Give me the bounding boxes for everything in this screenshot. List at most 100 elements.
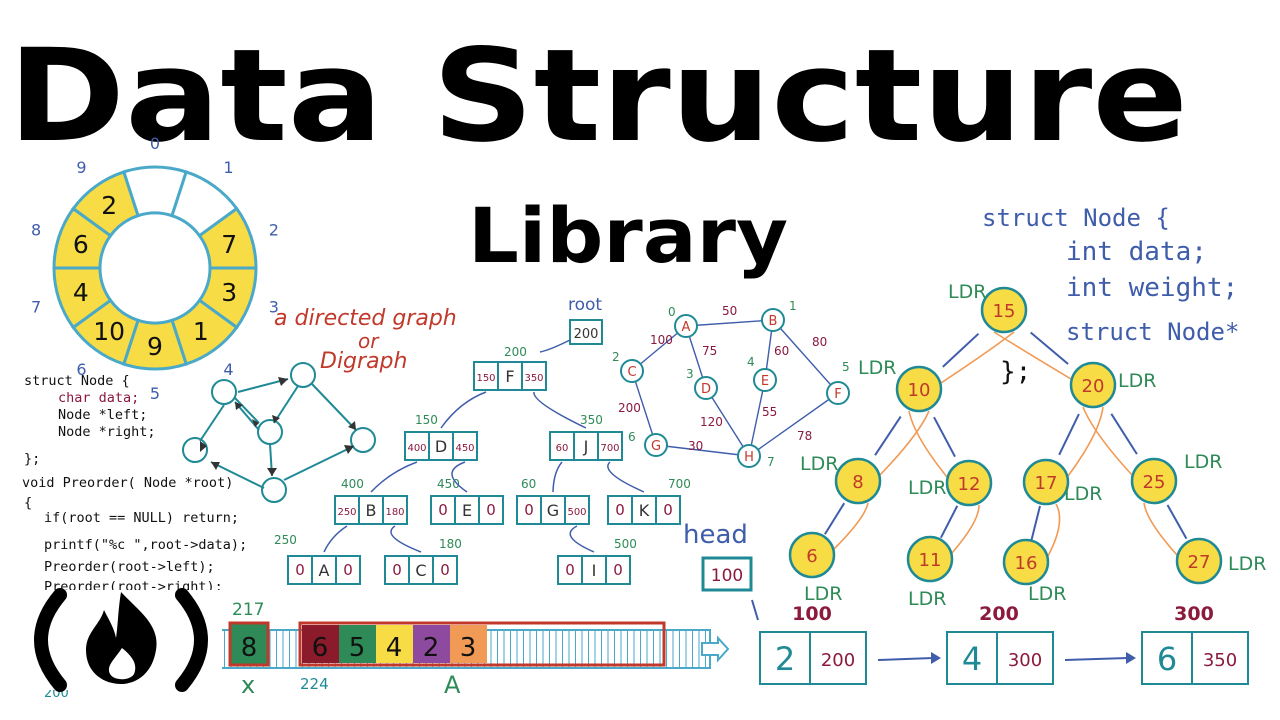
traversal-arrow: [951, 504, 980, 554]
graph-edge: [685, 319, 774, 327]
tree-node-data: J: [583, 437, 589, 456]
queue-index: 2: [269, 220, 279, 239]
bst-node: [1130, 457, 1178, 505]
list-next-arrow: [1064, 657, 1129, 661]
tree-node-right: 500: [567, 507, 586, 518]
digraph-node: [211, 379, 237, 405]
list-node-data: 6: [1157, 640, 1177, 678]
bst-edge: [1110, 413, 1138, 455]
digraph-caption-line3: Digraph: [320, 349, 407, 374]
code-line: Preorder(root->left);: [44, 559, 215, 575]
edge-weight: 120: [700, 415, 723, 429]
array-a-cell: [413, 625, 450, 663]
array-a-cell: [302, 625, 339, 663]
bst-node-value: 25: [1143, 472, 1166, 493]
bst-edge: [933, 416, 956, 458]
digraph-node: [350, 427, 376, 453]
tree-node-address: 180: [439, 537, 462, 551]
graph-node: [753, 368, 777, 392]
graph-edge: [655, 444, 750, 457]
ldr-label: LDR: [1118, 370, 1156, 392]
list-node-data: 2: [775, 640, 795, 678]
tree-node-right: 180: [385, 507, 404, 518]
queue-cell-value: 4: [73, 278, 89, 307]
address-x: 217: [232, 600, 264, 620]
tree-node-address: 60: [521, 477, 536, 491]
tree-node-left: 0: [392, 561, 402, 579]
edge-weight: 80: [812, 335, 827, 349]
struct-code: struct Node { int data; int weight; stru…: [982, 204, 1239, 387]
code-line: printf("%c ",root->data);: [44, 537, 247, 553]
tree-node-right: 0: [343, 561, 353, 579]
bst-edge: [942, 332, 980, 368]
list-next-arrow: [877, 657, 934, 661]
tree-edge: [370, 461, 418, 493]
tree-node-data: I: [592, 561, 597, 580]
tree-node-right: 0: [613, 561, 623, 579]
tree-node-box: [287, 555, 361, 585]
bst-node-value: 27: [1188, 552, 1211, 573]
traversal-arrow: [1047, 503, 1061, 557]
queue-cell-value: 2: [101, 191, 117, 220]
array-a-value: 4: [386, 633, 403, 663]
bst-node: [834, 457, 882, 505]
list-node-address: 100: [792, 603, 832, 625]
bst-edge: [940, 505, 959, 539]
list-node-address: 200: [979, 603, 1019, 625]
digraph-edge: [233, 396, 260, 424]
digraph-edge: [273, 385, 299, 424]
ldr-label: LDR: [1028, 583, 1066, 605]
edge-weight: 55: [762, 405, 777, 419]
graph-node: [737, 444, 761, 468]
tree-node-right: 450: [455, 443, 474, 454]
tree-node-right: 700: [600, 443, 619, 454]
tree-node-address: 350: [580, 413, 603, 427]
digraph-node: [257, 419, 283, 445]
bst-node: [945, 459, 993, 507]
edge-weight: 75: [702, 344, 717, 358]
logo-flame-icon: [86, 592, 157, 684]
tree-node-left: 250: [337, 507, 356, 518]
graph-node-index: 1: [789, 299, 797, 313]
tree-node-address: 700: [668, 477, 691, 491]
tree-node-data: K: [639, 501, 650, 520]
digraph-node: [182, 437, 208, 463]
traversal-arrow: [1143, 502, 1178, 556]
list-node-address: 300: [1174, 603, 1214, 625]
bst-node-value: 15: [993, 301, 1016, 322]
list-node-box: [1141, 631, 1249, 685]
tree-node-left: 400: [407, 443, 426, 454]
bst-node-value: 12: [958, 474, 981, 495]
code-line: Node *right;: [58, 424, 156, 440]
bst-edge: [1030, 505, 1041, 540]
digraph-edge: [283, 445, 355, 481]
arrow-head-icon: [200, 441, 207, 452]
tree-node-address: 150: [415, 413, 438, 427]
array-a-cell: [450, 625, 487, 663]
bst-node-value: 20: [1082, 376, 1105, 397]
graph-edge: [748, 392, 839, 457]
tree-node-right: 0: [440, 561, 450, 579]
tree-node-box: [334, 495, 408, 525]
arrow-head-icon: [348, 421, 356, 430]
tree-node-data: G: [547, 501, 559, 520]
graph-node: [694, 376, 718, 400]
head-pointer-box: [701, 556, 753, 592]
tree-node-box: [557, 555, 631, 585]
list-node-data: 4: [962, 640, 982, 678]
traversal-arrow: [833, 502, 869, 550]
logo-left-paren: [34, 588, 67, 692]
edge-weight: 60: [774, 344, 789, 358]
tree-edge: [533, 391, 587, 429]
arrow-head-icon: [267, 468, 277, 476]
tree-edge: [390, 525, 422, 553]
variable-x-value: 8: [241, 633, 258, 663]
arrow-head-icon: [235, 402, 243, 410]
logo-right-paren: [175, 588, 208, 692]
tree-node-data: B: [366, 501, 377, 520]
queue-index: 9: [76, 158, 86, 177]
head-pointer-value: 100: [711, 566, 743, 586]
ldr-label: LDR: [1228, 553, 1266, 575]
graph-edge: [705, 387, 750, 457]
